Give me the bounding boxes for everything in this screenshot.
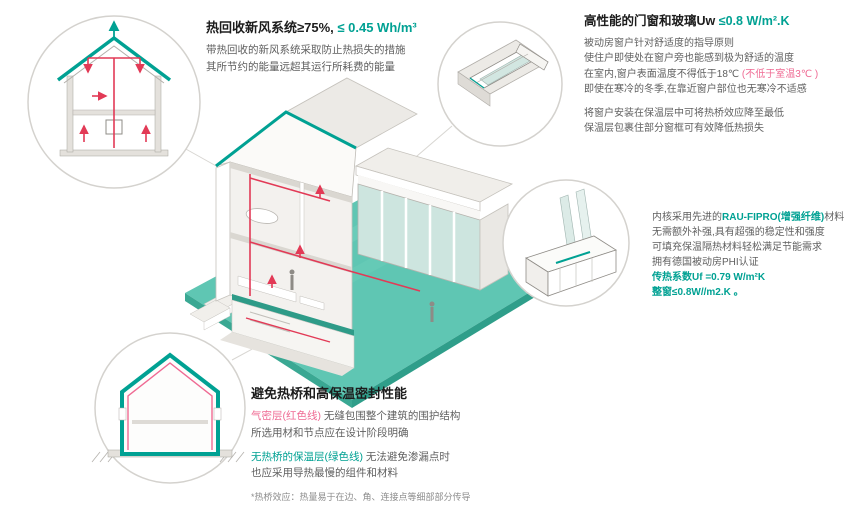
thermal-line3: 无热桥的保温层(绿色线) 无法避免渗漏点时 xyxy=(251,449,563,465)
spacer xyxy=(584,98,862,106)
illustration xyxy=(27,15,630,484)
thermal-footnote: *热桥效应：热量易于在边、角、连接点等细部部分传导 xyxy=(251,492,471,503)
thermal-title: 避免热桥和高保温密封性能 xyxy=(251,386,408,401)
window-title: 高性能的门窗和玻璃Uw ≤0.8 W/m².K xyxy=(584,14,862,30)
person-figure xyxy=(289,269,435,322)
spacer xyxy=(251,441,563,449)
seal-line xyxy=(469,77,485,89)
window-title-main: 高性能的门窗和玻璃Uw xyxy=(584,14,719,28)
window-text-block: 高性能的门窗和玻璃Uw ≤0.8 W/m².K 被动房窗户针对舒适度的指导原则 … xyxy=(584,14,862,137)
ventilation-ducts xyxy=(249,174,421,296)
profile-line1-brand: RAU-FIPRO(增强纤维) xyxy=(722,212,825,223)
window-line6: 保温层包裹住部分窗框可有效降低热损失 xyxy=(584,123,764,135)
window-profile-circle xyxy=(502,179,630,307)
thermal-line2: 所选用材和节点应在设计阶段明确 xyxy=(251,426,409,439)
ventilation-title: 热回收新风系统≥75%, ≤ 0.45 Wh/m³ xyxy=(206,20,474,36)
thermal-text-block: 避免热桥和高保温密封性能 气密层(红色线) 无缝包围整个建筑的围护结构 所选用材… xyxy=(251,386,563,505)
profile-line1-text2: 材料 xyxy=(824,212,845,223)
window-line2: 使住户即使处在窗户旁也能感到极为舒适的温度 xyxy=(584,53,794,65)
window-line1: 被动房窗户针对舒适度的指导原则 xyxy=(584,37,734,49)
airtight-red-line xyxy=(127,362,213,450)
thermal-line3-text: 无法避免渗漏点时 xyxy=(363,450,450,463)
air-flow-arrows xyxy=(79,57,151,148)
window-line3-highlight: (不低于室温3℃ ) xyxy=(741,68,819,80)
house-glass-wing xyxy=(354,147,514,291)
window-line3-text: 在室内,窗户表面温度不得低于18℃ xyxy=(584,68,742,80)
gasket-line xyxy=(555,251,591,264)
window-opening xyxy=(118,407,127,421)
insulation-green-line xyxy=(120,352,220,456)
profile-line2: 无需额外补强,具有超强的稳定性和强度 xyxy=(652,227,825,238)
profile-chambers xyxy=(559,258,593,292)
thermal-line1: 气密层(红色线) 无缝包围整个建筑的围护结构 xyxy=(251,408,563,424)
window-line4: 即使在寒冷的冬季,在靠近窗户部位也无寒冷不适感 xyxy=(584,84,807,96)
roof-insulation-line xyxy=(215,110,357,168)
passive-house-infographic: 热回收新风系统≥75%, ≤ 0.45 Wh/m³ 带热回收的新风系统采取防止热… xyxy=(27,14,865,502)
thermal-line4: 也应采用导热最慢的组件和材料 xyxy=(251,467,398,480)
window-line5: 将窗户安装在保温层中可将热桥效应降至最低 xyxy=(584,107,784,119)
profile-line1: 内核采用先进的RAU-FIPRO(增强纤维)材料 xyxy=(652,210,865,225)
bathtub xyxy=(245,208,279,224)
window-title-value: ≤0.8 W/m².K xyxy=(718,14,790,28)
house-cutaway-interior xyxy=(215,110,357,331)
window-opening xyxy=(213,407,222,421)
thermal-envelope-circle xyxy=(91,332,246,484)
profile-uf-value: 传热系数Uf =0.79 W/m²K xyxy=(652,272,766,283)
profile-line1-text: 内核采用先进的 xyxy=(652,212,722,223)
ventilation-text-block: 热回收新风系统≥75%, ≤ 0.45 Wh/m³ 带热回收的新风系统采取防止热… xyxy=(206,20,474,75)
window-line3: 在室内,窗户表面温度不得低于18℃ (不低于室温3℃ ) xyxy=(584,67,862,83)
ventilation-detail-circle xyxy=(27,15,201,189)
thermal-insulation-label: 无热桥的保温层(绿色线) xyxy=(251,450,363,463)
profile-uw-value: 整窗≤0.8W//m2.K 。 xyxy=(652,287,744,298)
basement-cut xyxy=(220,294,355,376)
profile-line3: 可填充保温隔热材料轻松满足节能需求 xyxy=(652,242,822,253)
window-corner-circle xyxy=(437,21,563,147)
thermal-line1-text: 无缝包围整个建筑的围护结构 xyxy=(321,410,461,423)
profile-text-block: 内核采用先进的RAU-FIPRO(增强纤维)材料 无需额外补强,具有超强的稳定性… xyxy=(652,210,865,300)
ventilation-line1: 带热回收的新风系统采取防止热损失的措施 xyxy=(206,44,406,57)
thermal-airtight-label: 气密层(红色线) xyxy=(251,410,321,423)
ventilation-title-main: 热回收新风系统≥75%, xyxy=(206,20,338,35)
profile-line4: 拥有德国被动房PHI认证 xyxy=(652,257,759,268)
ventilation-title-value: ≤ 0.45 Wh/m³ xyxy=(337,20,417,35)
ventilation-line2: 其所节约的能量远超其运行所耗费的能量 xyxy=(206,60,395,73)
kitchen-counter xyxy=(237,275,297,303)
